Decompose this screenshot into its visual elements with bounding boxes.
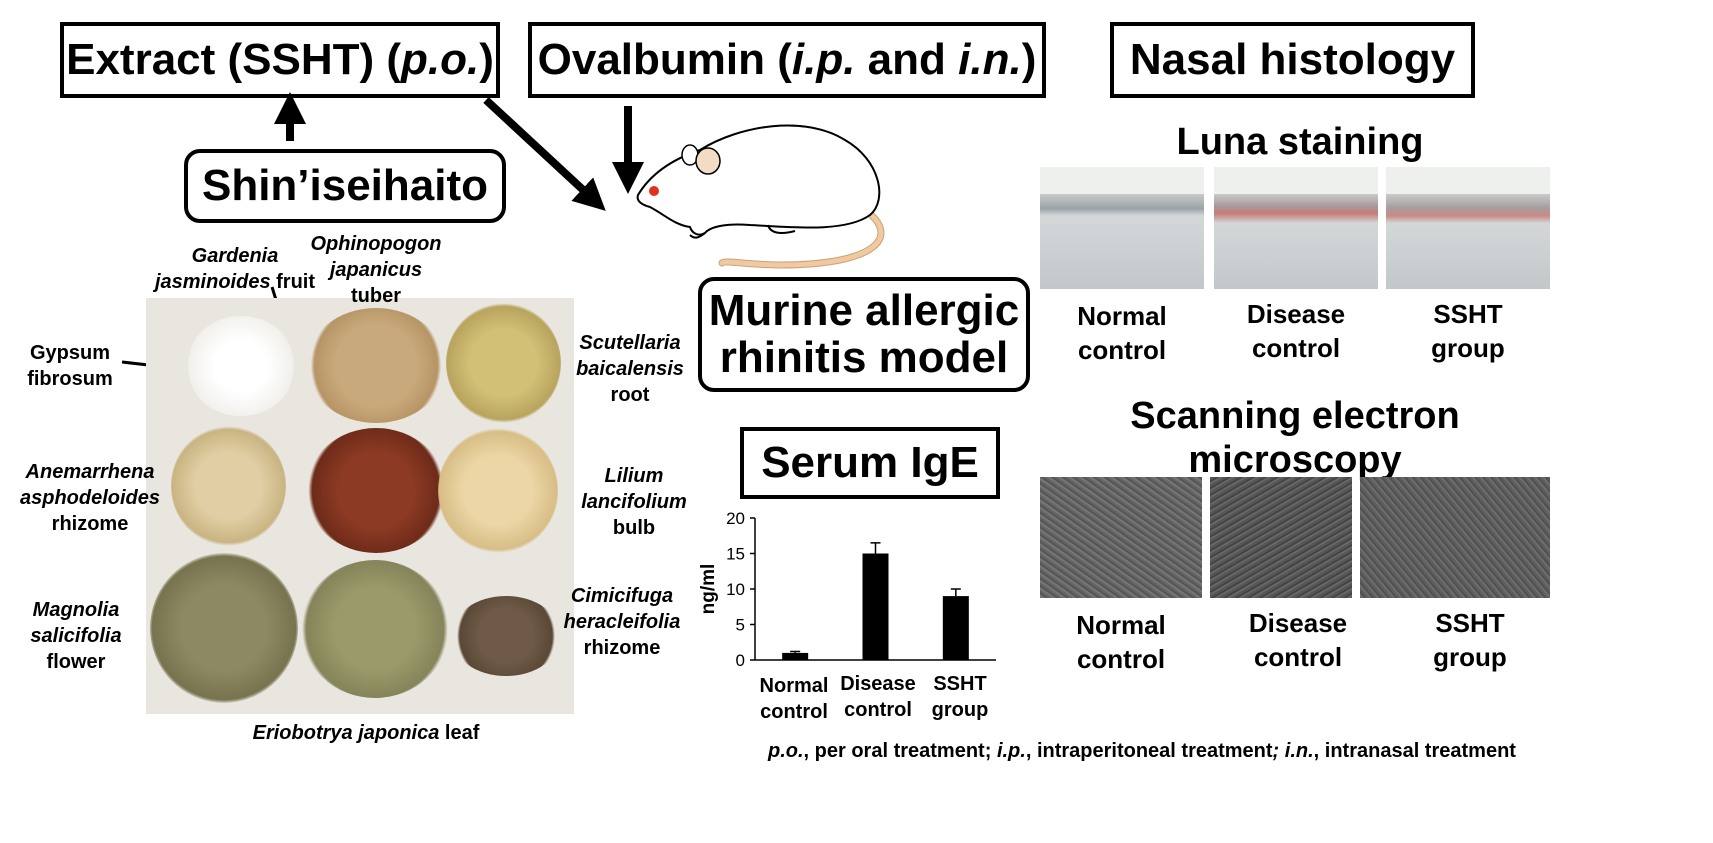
ovalbumin-box: Ovalbumin (i.p. and i.n.) (528, 22, 1046, 98)
serum-ige-box: Serum IgE (740, 427, 1000, 499)
shin-label: Shin’iseihaito (201, 160, 489, 210)
rat-eye (649, 186, 659, 196)
shin-box: Shin’iseihaito (184, 149, 506, 223)
y-tick-label: 20 (726, 509, 745, 528)
cimicifuga-pile (451, 596, 561, 676)
luna-title: Luna staining (1176, 121, 1424, 163)
herb-photo (146, 298, 574, 714)
murine-line2: rhinitis model (719, 332, 1009, 382)
rat-illustration (636, 124, 885, 269)
footnote: p.o., per oral treatment; i.p., intraper… (768, 740, 1516, 762)
rat-leg (689, 232, 706, 239)
bar-2 (942, 596, 969, 660)
ophiopogon-pile (306, 308, 446, 423)
nasal-histology-label: Nasal histology (1129, 34, 1456, 84)
rat-body (636, 124, 881, 236)
luna-image-normal (1040, 167, 1204, 289)
y-tick-label: 5 (736, 616, 745, 635)
extract-box: Extract (SSHT) (p.o.) (60, 22, 500, 98)
sem-image-disease (1210, 477, 1352, 598)
y-tick-label: 15 (726, 545, 745, 564)
rat-ear (695, 147, 721, 175)
y-axis-label: ng/ml (698, 564, 719, 615)
luna-image-disease (1214, 167, 1378, 289)
serum-ige-label: Serum IgE (761, 437, 979, 487)
rat-foot (767, 224, 796, 234)
luna-image-sssht (1386, 167, 1550, 289)
murine-line1: Murine allergic (708, 286, 1020, 336)
sem-image-normal (1040, 477, 1202, 598)
y-tick-label: 10 (726, 580, 745, 599)
eriobotrya-pile (301, 560, 449, 698)
bar-1 (862, 553, 889, 660)
rat-tail-fill (719, 207, 884, 268)
gardenia-pile (306, 428, 446, 553)
anemarrhena-pile (171, 426, 286, 546)
serum-ige-chart: 0 5 10 15 20 ng/ml (698, 509, 996, 670)
ovalbumin-label: Ovalbumin (i.p. and i.n.) (537, 34, 1037, 84)
scutellaria-pile (446, 303, 561, 423)
bar-0 (782, 652, 809, 660)
lilium-pile (438, 428, 558, 553)
sem-image-sssht (1360, 477, 1550, 598)
nasal-histology-box: Nasal histology (1110, 22, 1475, 98)
y-tick-label: 0 (736, 651, 745, 670)
magnolia-pile (150, 553, 298, 703)
murine-model-box: Murine allergic rhinitis model (698, 277, 1030, 392)
extract-label: Extract (SSHT) (p.o.) (66, 34, 494, 84)
gypsum-pile (186, 316, 296, 416)
label-eriobotrya: Eriobotrya japonica leaf (252, 722, 480, 744)
arrow-extract-to-rat (483, 97, 606, 211)
